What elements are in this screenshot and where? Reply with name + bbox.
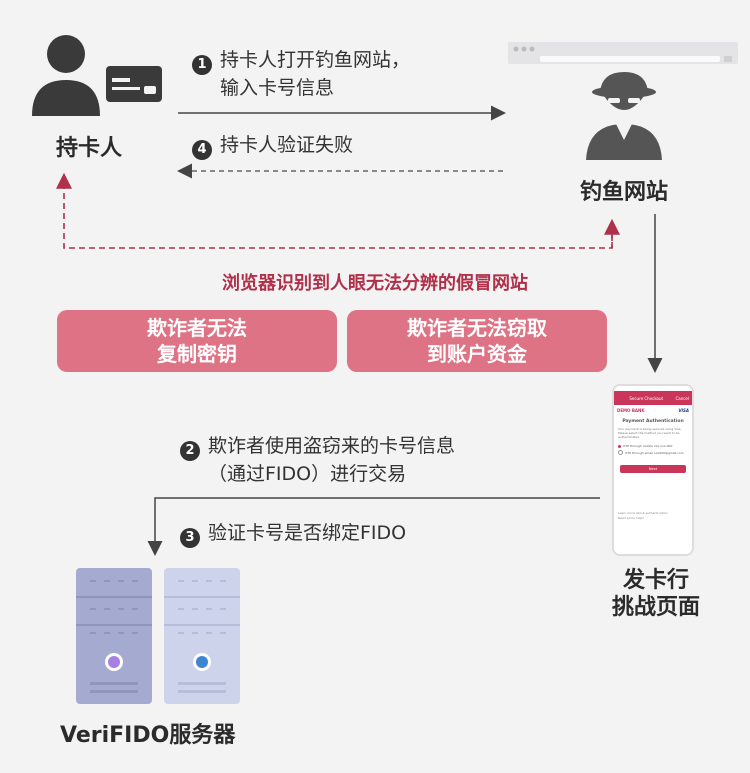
server-icon <box>76 568 240 704</box>
phone-option-mobile[interactable]: OTP through mobile xxx-xxx-000 <box>614 444 692 448</box>
phone-next-button[interactable]: Next <box>620 465 686 473</box>
issuer-label: 发卡行 挑战页面 <box>611 568 700 620</box>
phone-bank-logo: DEMO BANK <box>617 408 645 413</box>
phone-title: Payment Authentication <box>622 419 684 424</box>
phone-header: Secure Checkout Cancel <box>614 391 692 405</box>
server-label: VeriFIDO服务器 <box>60 723 236 748</box>
browser-window-icon <box>508 42 738 64</box>
phone-cancel[interactable]: Cancel <box>675 395 689 401</box>
phishing-site-label: 钓鱼网站 <box>580 180 669 205</box>
arrow-red-loop <box>56 172 613 249</box>
step1-number: 1 <box>192 55 212 75</box>
phone-visa-logo: VISA <box>678 408 689 413</box>
credit-card-icon <box>106 66 162 102</box>
server-unit-right <box>164 568 240 704</box>
cardholder-icon <box>32 35 162 116</box>
pill-steal-funds: 欺诈者无法窃取到账户资金 <box>347 310 607 372</box>
phone-link-help[interactable]: Need some help? <box>618 516 644 520</box>
highlight-text: 浏览器识别到人眼无法分辨的假冒网站 <box>222 273 528 294</box>
phone-mockup: Secure Checkout Cancel DEMO BANK VISA Pa… <box>612 384 694 556</box>
phone-link-learn[interactable]: Learn more about authentication <box>618 511 668 515</box>
server-unit-left <box>76 568 152 704</box>
step2-number: 2 <box>180 441 200 461</box>
arrow-issuer-to-server <box>147 497 600 556</box>
step4-number: 4 <box>192 140 212 160</box>
pill-copy-key: 欺诈者无法复制密钥 <box>57 310 337 372</box>
cardholder-label: 持卡人 <box>56 136 123 161</box>
phone-option-email[interactable]: OTP through email xxx000@gmail.com <box>614 450 692 455</box>
phone-desc: Your payment is being secured using Visa… <box>618 427 682 439</box>
step3-number: 3 <box>180 528 200 548</box>
hacker-icon <box>586 72 662 160</box>
